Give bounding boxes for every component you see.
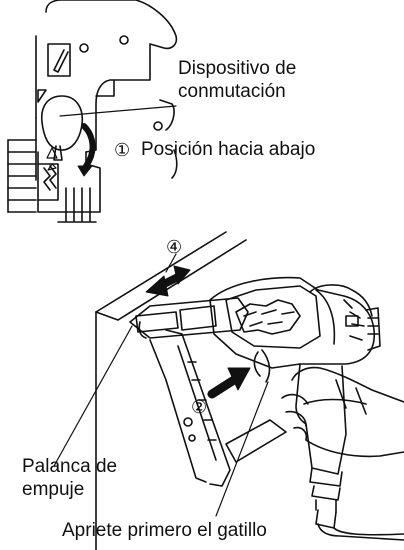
push-lever-label-line1: Palanca de [22, 456, 118, 477]
step-4-number: ④ [166, 237, 183, 257]
trigger-first-label: Apriete primero el gatillo [62, 520, 267, 541]
step-1-number: ① [114, 140, 131, 160]
step-2-number: ② [191, 397, 208, 417]
push-arrow-2 [207, 367, 251, 399]
direction-arrow-4 [145, 265, 191, 297]
switch-device-label-line2: conmutación [178, 81, 286, 102]
nailer-illustration [95, 231, 404, 550]
push-lever-label-line2: empuje [22, 479, 85, 500]
step-1-label: Posición hacia abajo [141, 139, 316, 160]
switch-device-label-line1: Dispositivo de [178, 58, 297, 79]
switch-device-detail [7, 0, 178, 223]
